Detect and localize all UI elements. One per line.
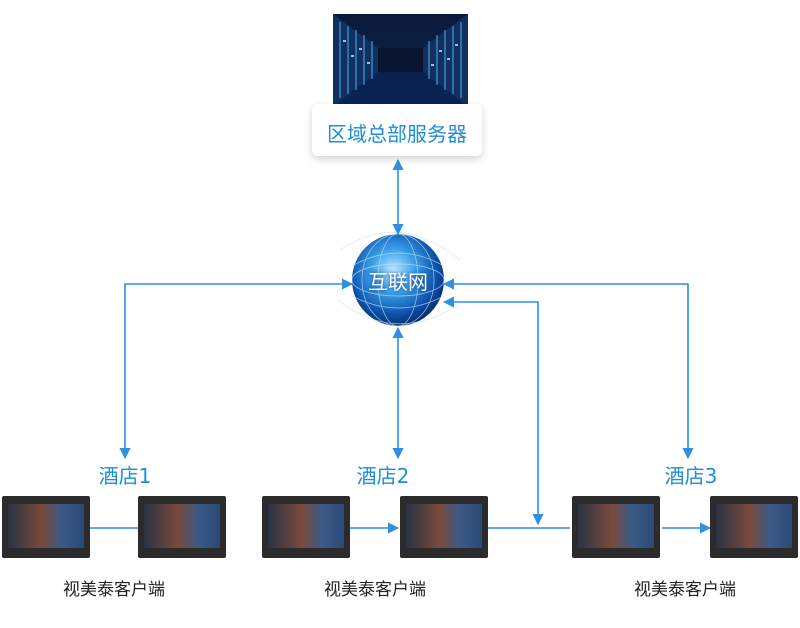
- hotel-2-label: 酒店2: [356, 464, 410, 488]
- client-3-label: 视美泰客户端: [634, 580, 736, 600]
- internet-label: 互联网: [368, 270, 428, 294]
- internet-hotel3-link: [442, 278, 694, 460]
- connectors: [90, 158, 712, 534]
- client-2-label: 视美泰客户端: [324, 580, 426, 600]
- internet-hotel1-link: [119, 278, 354, 460]
- server-label-box: [312, 104, 482, 156]
- client-1-label: 视美泰客户端: [63, 580, 165, 600]
- internet-hotel23-link: [442, 296, 544, 526]
- server-room-icon: [333, 14, 468, 106]
- server-label: 区域总部服务器: [327, 122, 467, 146]
- hotel-3-label: 酒店3: [664, 464, 718, 488]
- display-screen-icon: [2, 496, 798, 558]
- hotel-1-label: 酒店1: [98, 464, 152, 488]
